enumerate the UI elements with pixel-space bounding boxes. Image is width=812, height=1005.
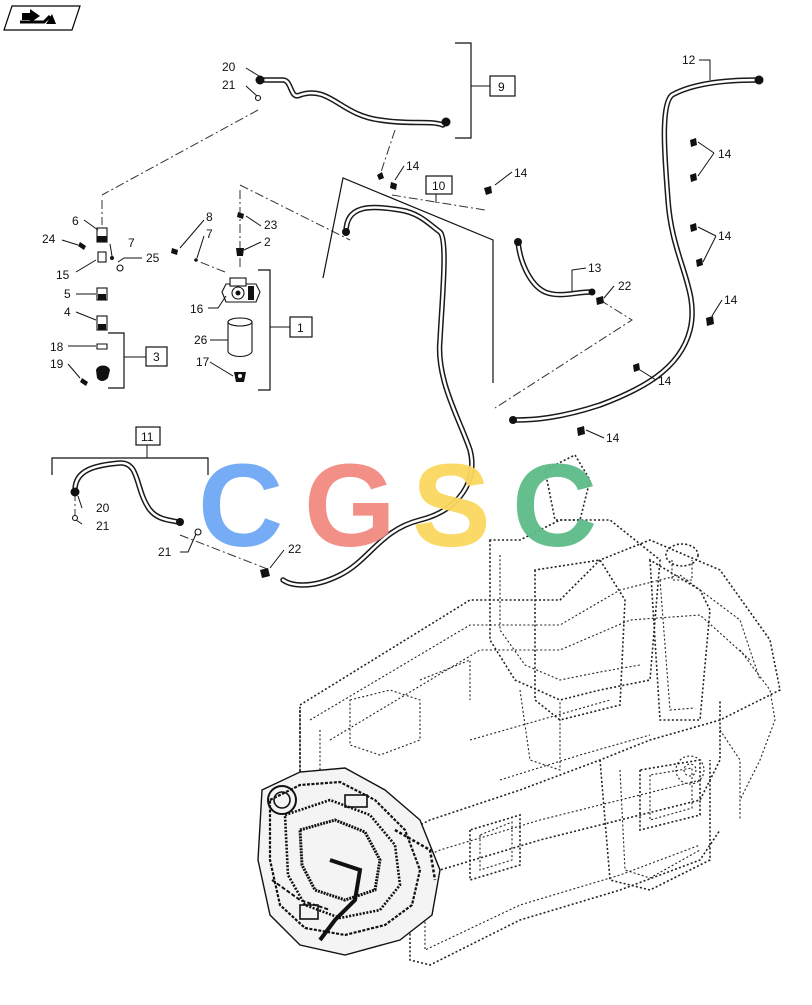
watermark-letter-s: S bbox=[412, 440, 491, 572]
view-direction-icon[interactable] bbox=[3, 5, 81, 31]
callout-2[interactable]: 2 bbox=[264, 235, 271, 249]
svg-text:10: 10 bbox=[432, 179, 446, 193]
callout-16[interactable]: 16 bbox=[190, 302, 204, 316]
callout-4[interactable]: 4 bbox=[64, 305, 71, 319]
callout-24[interactable]: 24 bbox=[42, 232, 56, 246]
assembly-box-1[interactable]: 1 bbox=[289, 316, 313, 338]
assembly-box-3[interactable]: 3 bbox=[145, 346, 168, 367]
callout-26[interactable]: 26 bbox=[194, 333, 208, 347]
hose-12 bbox=[509, 75, 764, 424]
watermark-letter-g: G bbox=[304, 440, 396, 572]
callout-14-d[interactable]: 14 bbox=[718, 229, 732, 243]
assembly-boxes: 9 10 1 3 11 bbox=[135, 75, 516, 446]
callout-14-e[interactable]: 14 bbox=[724, 293, 738, 307]
callout-22-a[interactable]: 22 bbox=[618, 279, 632, 293]
callout-22-b[interactable]: 22 bbox=[288, 542, 302, 556]
callout-13[interactable]: 13 bbox=[588, 261, 602, 275]
watermark-letter-c2: C bbox=[512, 440, 597, 572]
leader-lines bbox=[61, 59, 723, 569]
hose-13 bbox=[514, 238, 596, 298]
callout-21-bot-b[interactable]: 21 bbox=[158, 545, 172, 559]
hose-9 bbox=[255, 75, 451, 128]
callout-14-b[interactable]: 14 bbox=[514, 166, 528, 180]
callout-21-top[interactable]: 21 bbox=[222, 78, 236, 92]
callout-23[interactable]: 23 bbox=[264, 218, 278, 232]
svg-text:11: 11 bbox=[141, 430, 154, 444]
assembly-box-9[interactable]: 9 bbox=[489, 75, 516, 97]
svg-text:3: 3 bbox=[153, 350, 160, 364]
assembly-box-10[interactable]: 10 bbox=[425, 175, 453, 195]
svg-text:9: 9 bbox=[498, 80, 505, 94]
watermark: C G S C bbox=[198, 440, 597, 572]
callout-18[interactable]: 18 bbox=[50, 340, 64, 354]
callout-14-f[interactable]: 14 bbox=[658, 374, 672, 388]
callout-14-a[interactable]: 14 bbox=[406, 159, 420, 173]
callout-15[interactable]: 15 bbox=[56, 268, 70, 282]
filter-assembly-parts bbox=[71, 94, 714, 578]
assembly-box-11[interactable]: 11 bbox=[135, 426, 161, 446]
callout-8[interactable]: 8 bbox=[206, 210, 213, 224]
callout-7-b[interactable]: 7 bbox=[206, 227, 213, 241]
callout-20-top[interactable]: 20 bbox=[222, 60, 236, 74]
callout-25[interactable]: 25 bbox=[146, 251, 160, 265]
connection-lines bbox=[74, 109, 633, 571]
watermark-letter-c1: C bbox=[198, 440, 283, 572]
engine-block bbox=[257, 767, 441, 956]
callout-5[interactable]: 5 bbox=[64, 287, 71, 301]
callout-14-g[interactable]: 14 bbox=[606, 431, 620, 445]
callout-6[interactable]: 6 bbox=[72, 214, 79, 228]
callout-14-c[interactable]: 14 bbox=[718, 147, 732, 161]
assembly-brackets bbox=[51, 42, 494, 475]
machine-frame bbox=[299, 453, 781, 966]
callout-19[interactable]: 19 bbox=[50, 357, 64, 371]
hose-10 bbox=[280, 204, 475, 588]
callout-labels: 20 21 6 24 7 25 15 5 4 18 19 8 7 23 2 16… bbox=[42, 53, 738, 559]
callout-20-bot[interactable]: 20 bbox=[96, 501, 110, 515]
callout-21-bot-a[interactable]: 21 bbox=[96, 519, 110, 533]
svg-text:1: 1 bbox=[297, 321, 304, 335]
callout-7-a[interactable]: 7 bbox=[128, 236, 135, 250]
callout-12[interactable]: 12 bbox=[682, 53, 696, 67]
hose-11 bbox=[70, 460, 184, 526]
callout-17[interactable]: 17 bbox=[196, 355, 210, 369]
